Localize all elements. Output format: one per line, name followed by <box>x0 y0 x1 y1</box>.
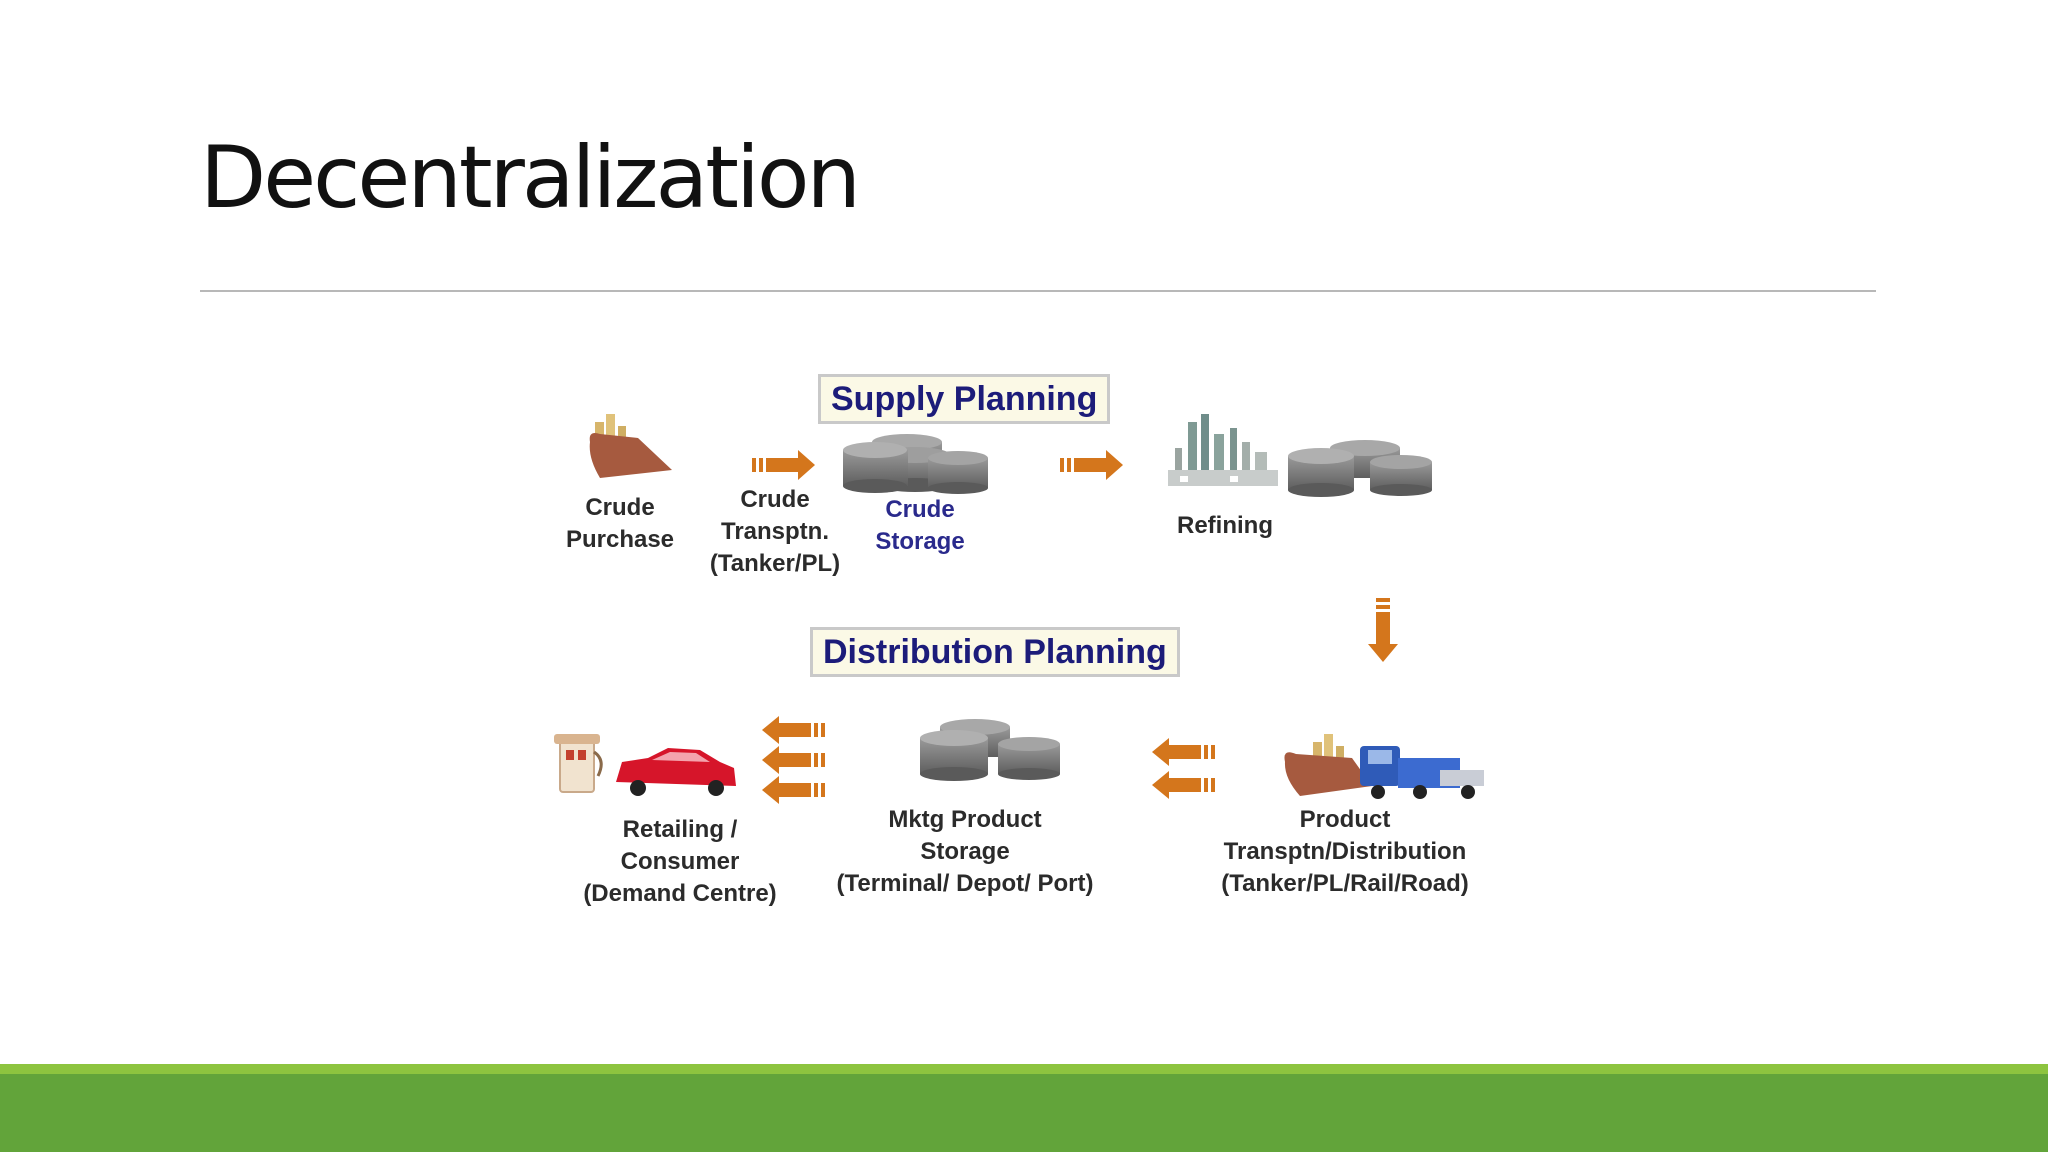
crude-storage-label: Crude Storage <box>875 496 965 555</box>
arrow-right-icon <box>1060 450 1123 480</box>
supply-planning-label: Supply Planning <box>818 374 1111 424</box>
product-transport-label: Product Transptn/Distribution (Tanker/PL… <box>1221 806 1469 897</box>
ship-icon <box>1284 734 1372 796</box>
crude-purchase-label: Crude Purchase <box>565 494 675 553</box>
retailing-label: Retailing / Consumer (Demand Centre) <box>583 816 777 907</box>
truck-icon <box>1360 746 1484 799</box>
title-divider <box>200 290 1876 292</box>
footer-bar <box>0 1074 2048 1152</box>
storage-tanks-icon <box>843 434 988 494</box>
mktg-storage-label: Mktg Product Storage (Terminal/ Depot/ P… <box>836 806 1094 897</box>
refinery-icon <box>1168 414 1278 486</box>
footer-accent-stripe <box>0 1064 2048 1074</box>
refining-label: Refining <box>1177 512 1273 539</box>
storage-tanks-icon <box>920 719 1060 781</box>
ship-icon <box>589 414 672 478</box>
slide-title: Decentralization <box>200 128 861 228</box>
arrow-left-icon <box>762 716 825 804</box>
fuel-pump-icon <box>554 734 603 793</box>
distribution-planning-label: Distribution Planning <box>810 627 1180 677</box>
storage-tanks-icon <box>1288 440 1432 497</box>
crude-transport-label: Crude Transptn. (Tanker/PL) <box>709 486 841 577</box>
arrow-down-icon <box>1368 598 1398 662</box>
diagram-graphics <box>554 414 1484 804</box>
arrow-left-icon <box>1152 738 1215 799</box>
supply-chain-diagram: Supply Planning Distribution Planning Cr… <box>540 330 1520 930</box>
arrow-right-icon <box>752 450 815 480</box>
car-icon <box>616 748 736 796</box>
